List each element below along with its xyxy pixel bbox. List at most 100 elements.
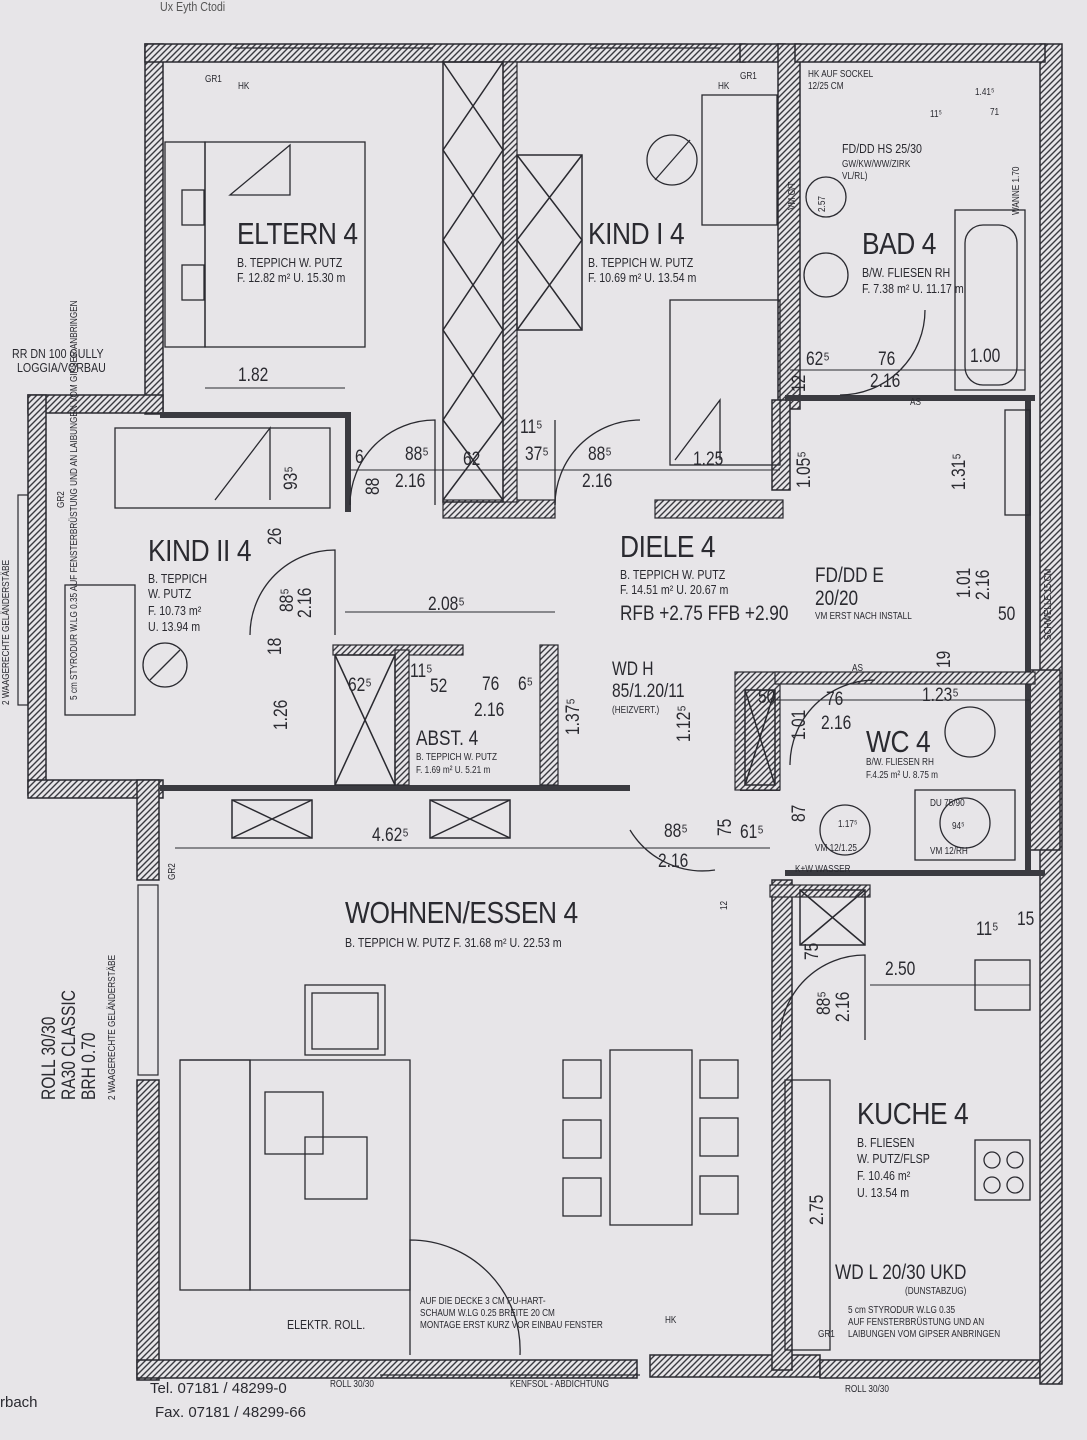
dim-1-82: 1.82	[238, 365, 269, 386]
room-name-kueche: KUCHE 4	[857, 1096, 969, 1131]
note-styro-bottom-1: 5 cm STYRODUR W.LG 0.35	[848, 1305, 956, 1316]
outer-walls	[27, 43, 1063, 1385]
dim-1-26: 1.26	[271, 699, 292, 730]
dim-76-a: 76	[878, 349, 896, 370]
room-name-kind2: KIND II 4	[148, 533, 252, 568]
footer-left: rbach	[0, 1394, 38, 1411]
wardrobes	[231, 61, 866, 946]
note-vm-ot: VM O/T	[787, 181, 798, 210]
note-styro-left: 5 cm STYRODUR W.LG 0.35 AUF FENSTERBRÜST…	[69, 300, 80, 700]
note-styro-bottom-2: AUF FENSTERBRÜSTUNG UND AN	[848, 1317, 985, 1328]
note-gelaender-top: 2 WAAGERECHTE GELÄNDERSTÄBE	[1, 559, 12, 705]
dim-6-5: 6⁵	[518, 674, 534, 695]
dim-11-5-c: 11⁵	[410, 661, 433, 682]
label-gr1-a: GR1	[205, 74, 222, 85]
dim-88-5-a: 88⁵	[405, 444, 429, 465]
dim-88: 88	[363, 477, 384, 495]
dim-2-16-h: 2.16	[833, 991, 854, 1022]
dim-15: 15	[1017, 909, 1035, 930]
note-roll-3: BRH 0.70	[79, 1032, 100, 1100]
dim-26: 26	[265, 527, 286, 545]
dim-87: 87	[789, 804, 810, 822]
note-hk-sockel-1: HK AUF SOCKEL	[808, 69, 874, 80]
label-hk-c: HK	[665, 1315, 677, 1326]
note-elektr-roll: ELEKTR. ROLL.	[287, 1317, 366, 1332]
label-as-b: AS	[852, 663, 863, 674]
note-wdh-2: 85/1.20/11	[612, 681, 685, 702]
dim-50-a: 50	[758, 687, 776, 708]
room-name-eltern: ELTERN 4	[237, 216, 358, 251]
note-wdl-2: (DUNSTABZUG)	[905, 1286, 967, 1297]
label-hk-a: HK	[238, 81, 250, 92]
room-finish-kind1: B. TEPPICH W. PUTZ	[588, 255, 694, 270]
dim-1-41-5: 1.41⁵	[975, 87, 995, 98]
dim-88-5-d: 88⁵	[664, 821, 688, 842]
room-finish-eltern: B. TEPPICH W. PUTZ	[237, 255, 343, 270]
dimension-lines	[175, 369, 1030, 986]
label-as-a: AS	[910, 397, 921, 408]
note-roll-1: ROLL 30/30	[39, 1016, 60, 1100]
note-fd-e-1: FD/DD E	[815, 564, 884, 587]
label-gr1-b: GR1	[740, 71, 757, 82]
label-gr2-a: GR2	[56, 491, 67, 508]
dim-1-01: 1.01	[789, 709, 810, 740]
dim-1-17-5: 1.17⁵	[838, 819, 858, 830]
dim-93-5: 93⁵	[281, 466, 302, 490]
note-fd-e-3: VM ERST NACH INSTALL	[815, 611, 912, 622]
room-area-eltern: F. 12.82 m² U. 15.30 m	[237, 270, 346, 285]
dim-12-b: 12	[719, 900, 730, 910]
note-hs-1: FD/DD HS 25/30	[842, 141, 922, 156]
dim-94-5: 94⁵	[952, 821, 965, 832]
dim-1-00: 1.00	[970, 346, 1001, 367]
footer-roll-2: ROLL 30/30	[845, 1384, 889, 1395]
room-name-kind1: KIND I 4	[588, 216, 685, 251]
room-area-abst: F. 1.69 m² U. 5.21 m	[416, 765, 491, 776]
note-du: DU 75/90	[930, 798, 965, 809]
note-decke-3: MONTAGE ERST KURZ VOR EINBAU FENSTER	[420, 1320, 603, 1331]
room-finish-wc: B/W. FLIESEN RH	[866, 757, 934, 768]
dim-88-5-b: 88⁵	[588, 444, 612, 465]
dim-2-16-a: 2.16	[395, 471, 426, 492]
room-area-wc: F.4.25 m² U. 8.75 m	[866, 770, 939, 781]
label-gr1-c: GR1	[818, 1329, 835, 1340]
note-gully-2: LOGGIA/VORBAU	[17, 360, 106, 375]
dim-2-16-e: 2.16	[474, 700, 505, 721]
dim-18: 18	[265, 637, 286, 655]
dim-2-75: 2.75	[807, 1194, 828, 1225]
dim-61-5: 61⁵	[740, 822, 764, 843]
note-hs-3: VL/RL)	[842, 171, 868, 182]
dim-2-50: 2.50	[885, 959, 916, 980]
label-gr2-b: GR2	[167, 863, 178, 880]
note-roll-2: RA30 CLASSIC	[59, 990, 80, 1100]
room-area-diele: F. 14.51 m² U. 20.67 m	[620, 582, 729, 597]
dim-11-5-d: 11⁵	[976, 919, 999, 940]
note-vm-2: VM 12/RH	[930, 846, 968, 857]
dim-2-16-d: 2.16	[295, 587, 316, 618]
note-hk-sockel-2: 12/25 CM	[808, 81, 844, 92]
room-finish-bad: B/W. FLIESEN RH	[862, 265, 951, 280]
room-detail-wohnen: B. TEPPICH W. PUTZ F. 31.68 m² U. 22.53 …	[345, 935, 562, 950]
dim-4-62-5: 4.62⁵	[372, 825, 409, 846]
room-area-bad: F. 7.38 m² U. 11.17 m	[862, 281, 964, 296]
room-area-kind1: F. 10.69 m² U. 13.54 m	[588, 270, 697, 285]
footer-tel: Tel. 07181 / 48299-0	[150, 1380, 287, 1397]
dim-2-57: 2.57	[817, 196, 828, 212]
dim-71: 71	[990, 107, 1000, 118]
room-finish-abst: B. TEPPICH W. PUTZ	[416, 752, 497, 763]
dim-19: 19	[934, 650, 955, 668]
room-finish1-kueche: B. FLIESEN	[857, 1135, 915, 1150]
label-hk-b: HK	[718, 81, 730, 92]
windows	[17, 47, 720, 1376]
dim-2-16-b: 2.16	[582, 471, 613, 492]
dim-1-05-5: 1.05⁵	[794, 451, 815, 488]
note-schwelle: SCHWELLE 15 CM	[1043, 568, 1054, 640]
note-decke-2: SCHAUM W.LG 0.25 BREITE 20 CM	[420, 1308, 555, 1319]
dim-1-25: 1.25	[693, 449, 724, 470]
dim-1-37-5: 1.37⁵	[563, 698, 584, 735]
note-gully-1: RR DN 100 GULLY	[12, 346, 104, 361]
dim-75-b: 75	[802, 942, 823, 960]
dim-62: 62	[463, 449, 481, 470]
room-finish-diele: B. TEPPICH W. PUTZ	[620, 567, 726, 582]
dim-62-5-b: 62⁵	[348, 675, 372, 696]
note-wdh-1: WD H	[612, 659, 654, 680]
